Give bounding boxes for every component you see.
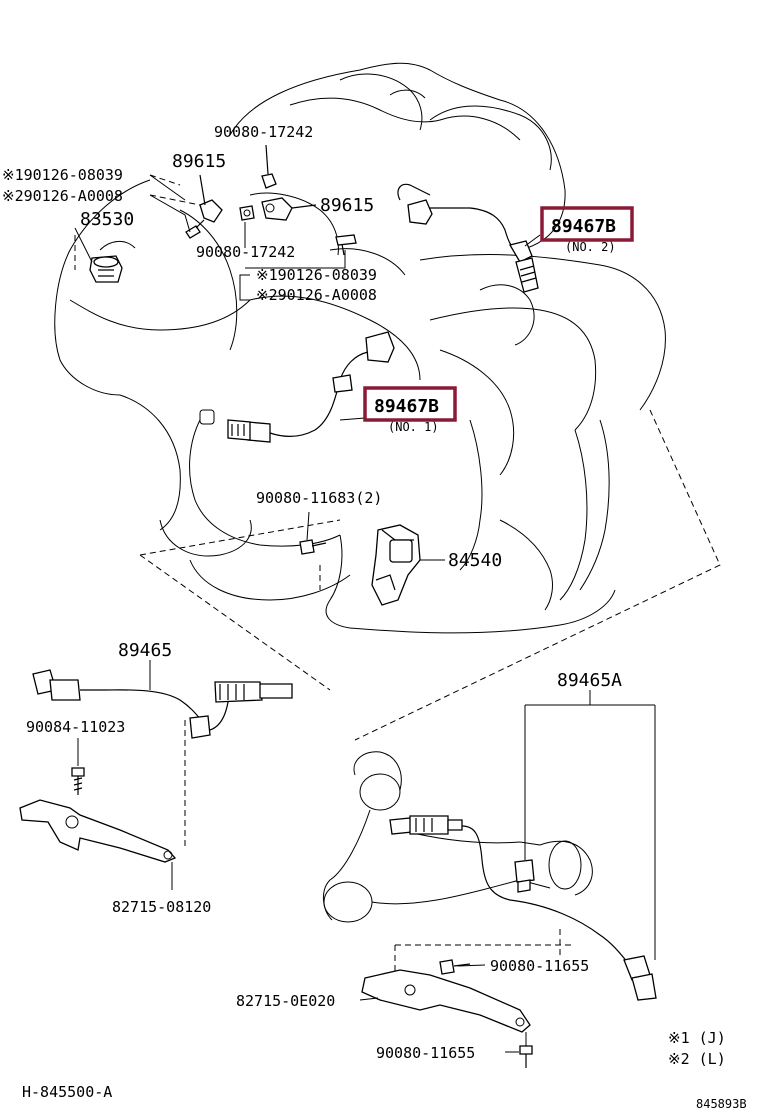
oxygen-sensor-89465a-drawing[interactable] [389, 690, 657, 1001]
label-90080-11655-a[interactable]: 90080-11655 [490, 957, 589, 975]
bolt-90080-11655-a-drawing[interactable] [439, 959, 486, 975]
switch-84540-drawing[interactable] [371, 524, 445, 606]
bolt-90084-11023-drawing[interactable] [71, 738, 85, 795]
footer-drawing-code: H-845500-A [22, 1083, 112, 1101]
bolt-90080-11655-b-drawing[interactable] [505, 1032, 533, 1068]
knock-sensor-83530-drawing[interactable] [89, 255, 123, 283]
label-89467b-no1[interactable]: 89467B [374, 396, 439, 417]
dashed-reference-lines [74, 174, 721, 975]
label-90084-11023[interactable]: 90084-11023 [26, 718, 125, 736]
oxygen-sensor-89467b-no2-drawing[interactable] [397, 183, 541, 293]
label-no1: (NO. 1) [388, 420, 439, 434]
highlight-box-89467b-no1 [363, 386, 457, 422]
legend-item-2: ※2 (L) [668, 1050, 726, 1068]
label-89465[interactable]: 89465 [118, 640, 172, 661]
top-leader-lines [74, 174, 346, 301]
bolt-90080-17242-mid-drawing[interactable] [239, 205, 255, 221]
label-82715-08120[interactable]: 82715-08120 [112, 898, 211, 916]
label-no2: (NO. 2) [565, 240, 616, 254]
oxygen-sensor-89467b-no1-drawing[interactable] [227, 331, 395, 443]
footer-image-id: 845893B [696, 1097, 747, 1111]
label-90126-08039-left[interactable]: ※190126-08039 [2, 166, 123, 184]
label-90126-a0008-mid[interactable]: ※290126-A0008 [256, 286, 377, 304]
label-82715-0e020[interactable]: 82715-0E020 [236, 992, 335, 1010]
label-90126-a0008-left[interactable]: ※290126-A0008 [2, 187, 123, 205]
label-90126-08039-mid[interactable]: ※190126-08039 [256, 266, 377, 284]
oxygen-sensor-89465-drawing[interactable] [32, 660, 293, 739]
bolt-90080-11683-drawing[interactable] [299, 511, 327, 590]
label-90080-11655-b[interactable]: 90080-11655 [376, 1044, 475, 1062]
label-90080-11683[interactable]: 90080-11683(2) [256, 489, 382, 507]
bolt-90080-17242-top-drawing[interactable] [261, 144, 277, 189]
label-90080-17242-top[interactable]: 90080-17242 [214, 123, 313, 141]
label-84540[interactable]: 84540 [448, 550, 502, 571]
legend-item-1: ※1 (J) [668, 1029, 726, 1047]
label-89465a[interactable]: 89465A [557, 670, 622, 691]
engine-block-drawing [54, 62, 666, 634]
exhaust-pipe-drawing [323, 751, 593, 923]
bracket-82715-08120-drawing[interactable] [19, 799, 177, 890]
pin-90126-mid-drawing[interactable] [335, 234, 357, 256]
label-83530[interactable]: 83530 [80, 209, 134, 230]
label-89467b-no2[interactable]: 89467B [551, 216, 616, 237]
label-90080-17242-mid[interactable]: 90080-17242 [196, 243, 295, 261]
part-labels: 90080-17242 ※190126-08039 ※290126-A0008 … [2, 123, 747, 1111]
label-89615-left[interactable]: 89615 [172, 151, 226, 172]
label-89615-right[interactable]: 89615 [320, 195, 374, 216]
sensor-89615-right-drawing[interactable] [261, 197, 317, 221]
bracket-82715-0e020-drawing[interactable] [359, 969, 531, 1033]
sensor-89615-left-drawing[interactable] [185, 174, 223, 239]
highlight-box-89467b-no2 [540, 206, 634, 242]
